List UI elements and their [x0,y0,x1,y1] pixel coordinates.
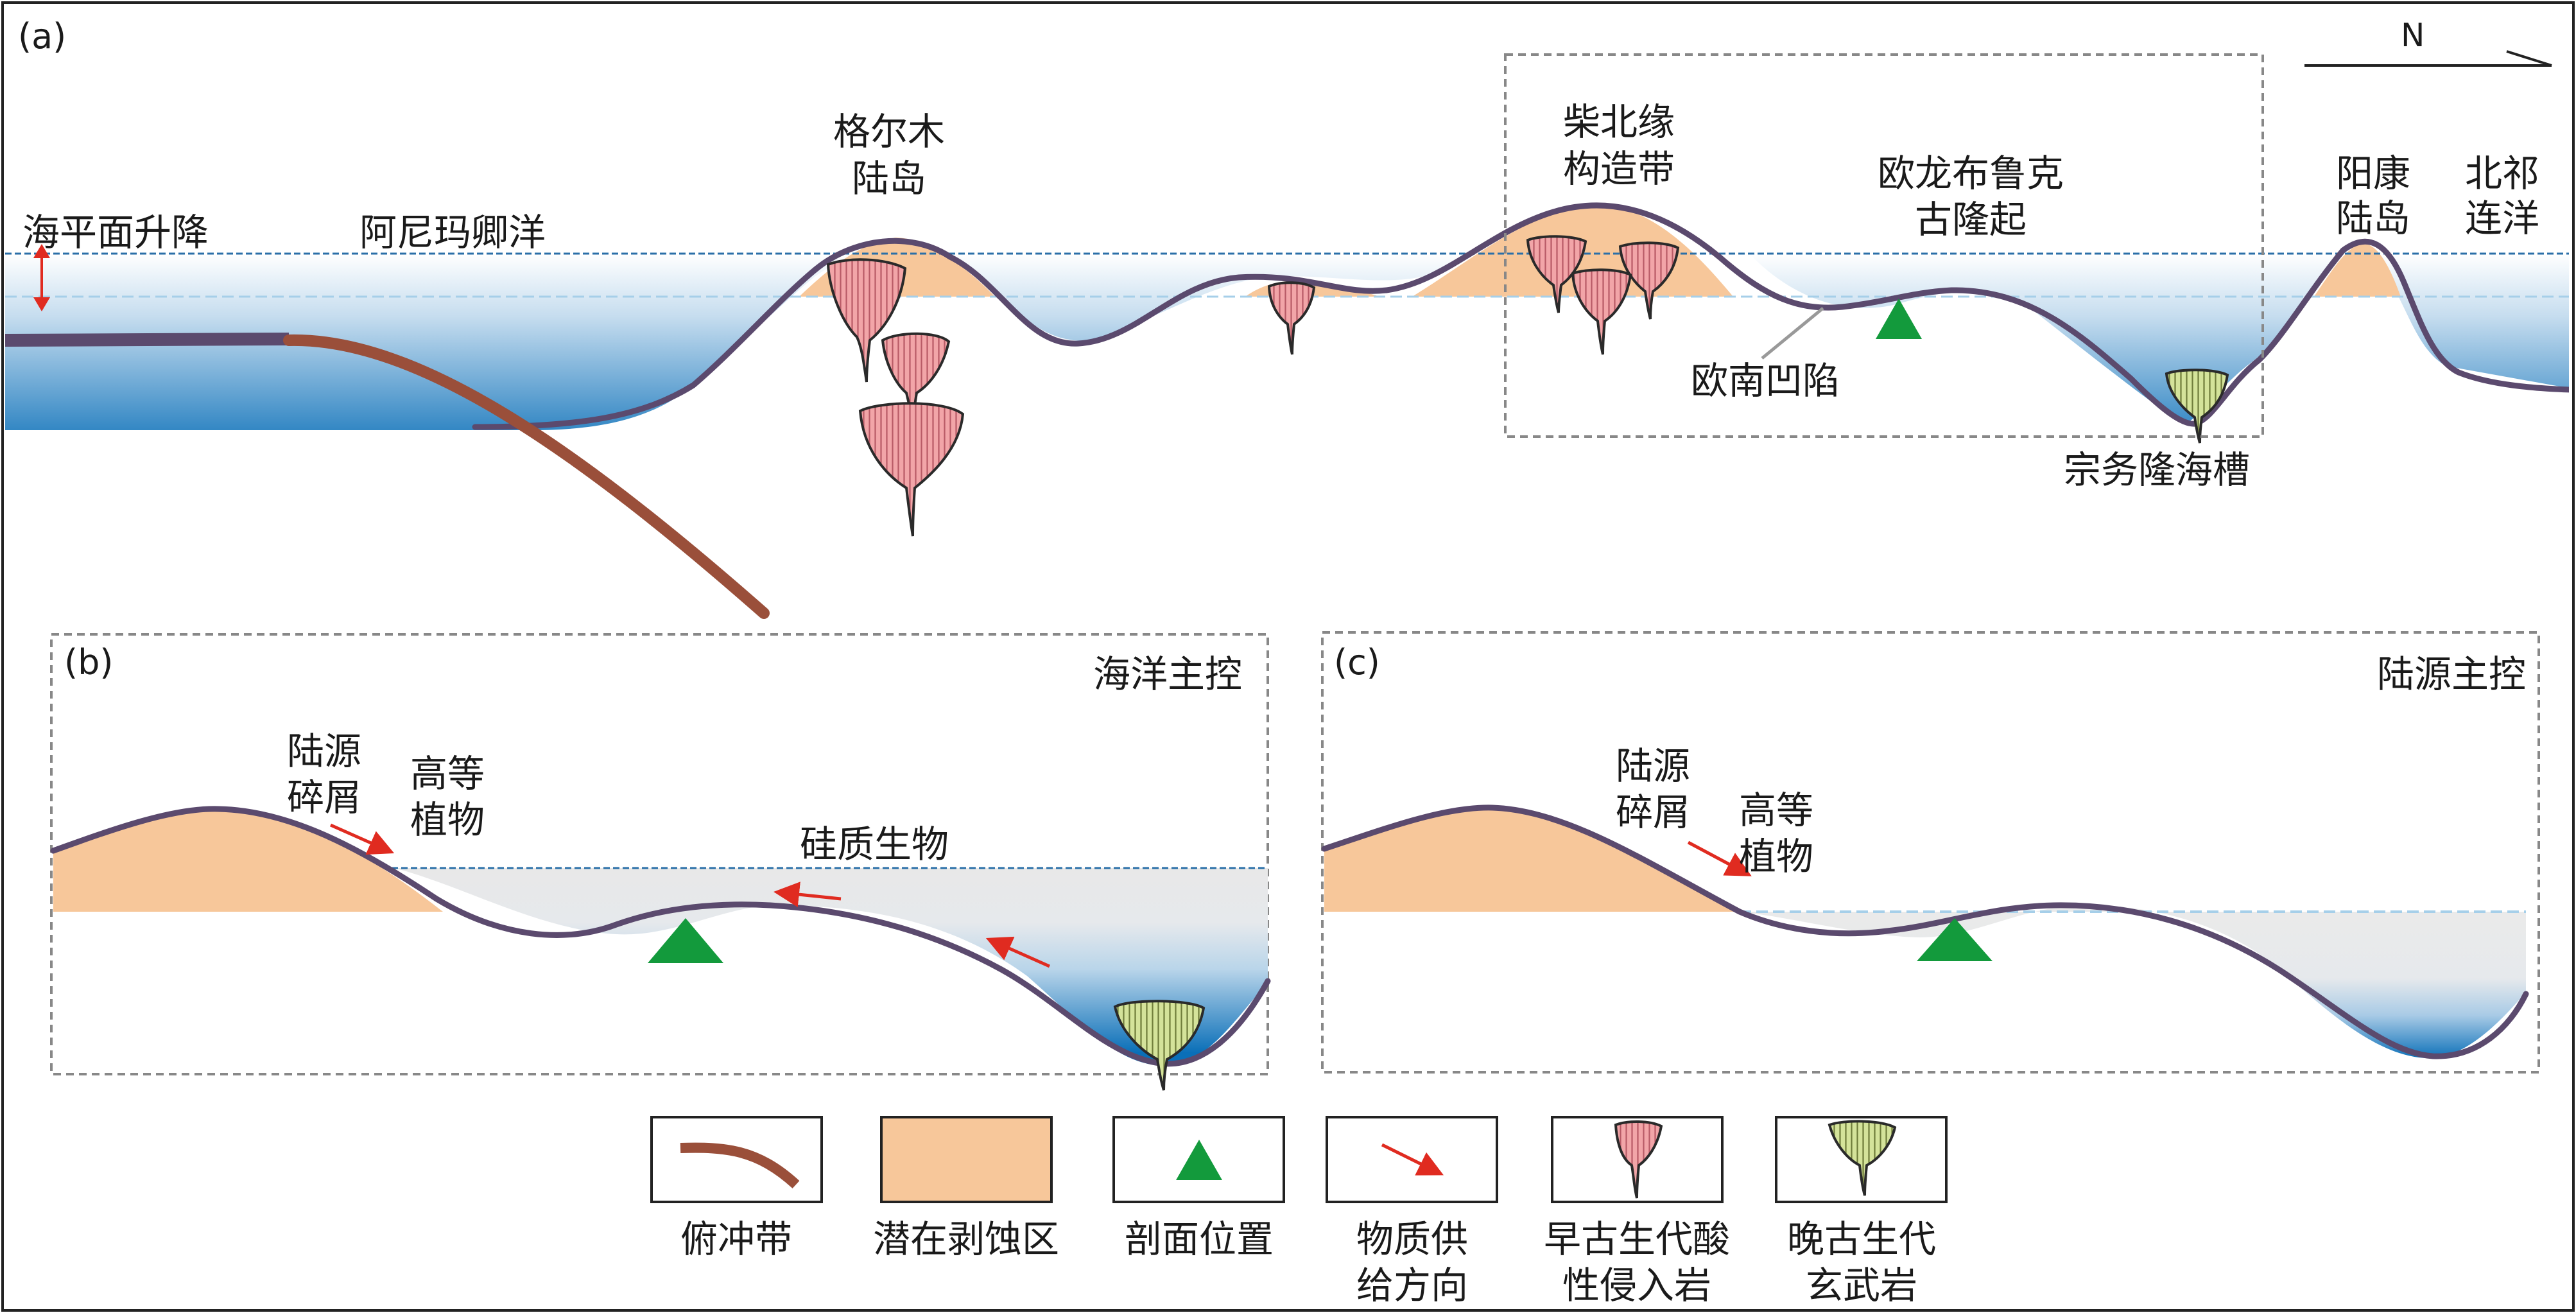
legend-item-erosion: 潜在剥蚀区 [873,1116,1059,1261]
basalt-icon [1113,1000,1206,1091]
legend-supply-label-1: 物质供 [1356,1217,1468,1261]
geermu-label-1: 格尔木 [833,110,945,153]
panel-b-detritus-2: 碎屑 [287,776,361,819]
panel-c: (c) 陆源主控 陆源 碎屑 高等 植物 [1321,631,2540,1074]
ounan-sag-label: 欧南凹陷 [1691,359,1840,403]
panel-c-plants-1: 高等 [1739,788,1813,832]
erosion-area-yangkang [2314,244,2401,297]
panel-b: (b) 海洋主控 陆源 碎屑 高等 植物 硅质生物 [50,633,1271,1091]
anymaqen-ocean-label: 阿尼玛卿洋 [359,211,546,254]
water-body [5,199,2569,430]
panel-c-detritus-2: 碎屑 [1616,790,1690,834]
panel-b-frame [50,633,1269,1075]
legend-basalt-label-1: 晚古生代 [1787,1217,1936,1261]
supply-arrow-icon [1381,1143,1444,1176]
panel-c-frame [1321,631,2540,1074]
panel-c-water [1740,905,2526,1059]
supply-arrow-icon [774,882,842,908]
panel-b-plants-2: 植物 [410,798,485,842]
panel-b-detritus-1: 陆源 [287,729,361,773]
panel-b-erosion-area [53,809,443,912]
panel-c-seafloor [1321,804,2529,1059]
subduction-zone [283,334,770,619]
panel-b-seafloor [50,806,1271,1067]
section-position-marker [1876,299,1922,339]
basalt-icon [1828,1120,1897,1196]
panel-c-tag: (c) [1334,642,1380,683]
panel-b-water [392,868,1268,1066]
acidic-intrusion-icon [1614,1120,1663,1199]
acidic-intrusion-icon [826,258,907,383]
basalt-icon [2165,369,2229,444]
yangkang-label-2: 陆岛 [2336,196,2410,240]
sea-level-change-arrow [33,244,50,311]
section-position-marker [648,918,723,963]
legend-supply-label-2: 给方向 [1356,1264,1468,1307]
legend-item-subduction: 俯冲带 [650,1116,823,1261]
section-position-icon [1176,1140,1222,1180]
qilian-ocean-label-2: 连洋 [2465,196,2539,240]
legend-acidic-label-1: 早古生代酸 [1544,1217,1730,1261]
geermu-label-2: 陆岛 [852,157,926,200]
zongwulong-trough-label: 宗务隆海槽 [2064,448,2250,492]
legend-item-basalt: 晚古生代 玄武岩 [1775,1116,1948,1307]
acidic-intrusion-group-geermu [826,258,965,537]
legend-basalt-label-2: 玄武岩 [1806,1264,1917,1307]
acidic-intrusion-icon [858,402,965,537]
acidic-intrusion-group-chaibei [1526,235,1680,355]
chaibei-label-1: 柴北缘 [1563,100,1675,144]
panel-c-plants-2: 植物 [1739,835,1813,878]
panel-b-silica-organisms: 硅质生物 [800,822,949,866]
panel-c-erosion-area [1324,808,1740,912]
section-position-marker [1917,918,1993,961]
legend-erosion-label: 潜在剥蚀区 [873,1217,1059,1261]
panel-c-detritus-1: 陆源 [1616,744,1690,788]
acidic-intrusion-icon [1267,281,1316,355]
supply-arrow-icon [329,823,395,855]
acidic-intrusion-icon [1571,268,1632,355]
legend-item-acidic: 早古生代酸 性侵入岩 [1544,1116,1730,1307]
legend-item-section: 剖面位置 [1112,1116,1285,1261]
inset-frame [1504,53,2264,438]
supply-arrow-icon [1687,840,1752,876]
sea-level-label: 海平面升降 [22,211,209,254]
legend-section-label: 剖面位置 [1125,1217,1274,1261]
panel-b-tag: (b) [64,642,113,683]
legend: 俯冲带 潜在剥蚀区 剖面位置 物质供 给方向 早古生代酸 性侵入岩 晚古生代 [650,1116,1948,1307]
north-arrow [2304,50,2552,67]
olongbuluke-label-2: 古隆起 [1915,198,2027,241]
qilian-ocean-label-1: 北祁 [2465,152,2539,195]
north-label: N [2401,17,2425,54]
seafloor-profile [472,202,2569,430]
subducting-plate-flat [5,333,290,347]
chaibei-label-2: 构造带 [1563,147,1675,191]
olongbuluke-label-1: 欧龙布鲁克 [1878,152,2064,195]
yangkang-label-1: 阳康 [2336,152,2410,195]
panel-a: (a) N 海平面升降 阿尼玛卿洋 格尔木 陆岛 柴北缘 构造带 欧龙布鲁克 古… [5,16,2569,619]
panel-c-title: 陆源主控 [2377,652,2526,696]
panel-b-title: 海洋主控 [1093,652,1242,696]
legend-subduction-label: 俯冲带 [680,1217,792,1261]
legend-acidic-label-2: 性侵入岩 [1562,1264,1711,1307]
acidic-intrusion-icon [1526,235,1587,313]
subduction-icon [680,1142,800,1188]
acidic-intrusion-icon [1618,241,1680,320]
panel-b-plants-1: 高等 [410,752,485,796]
leader-line [1761,307,1824,360]
supply-arrow-icon [985,936,1051,968]
panel-a-tag: (a) [18,16,66,57]
legend-item-supply: 物质供 给方向 [1326,1116,1498,1307]
